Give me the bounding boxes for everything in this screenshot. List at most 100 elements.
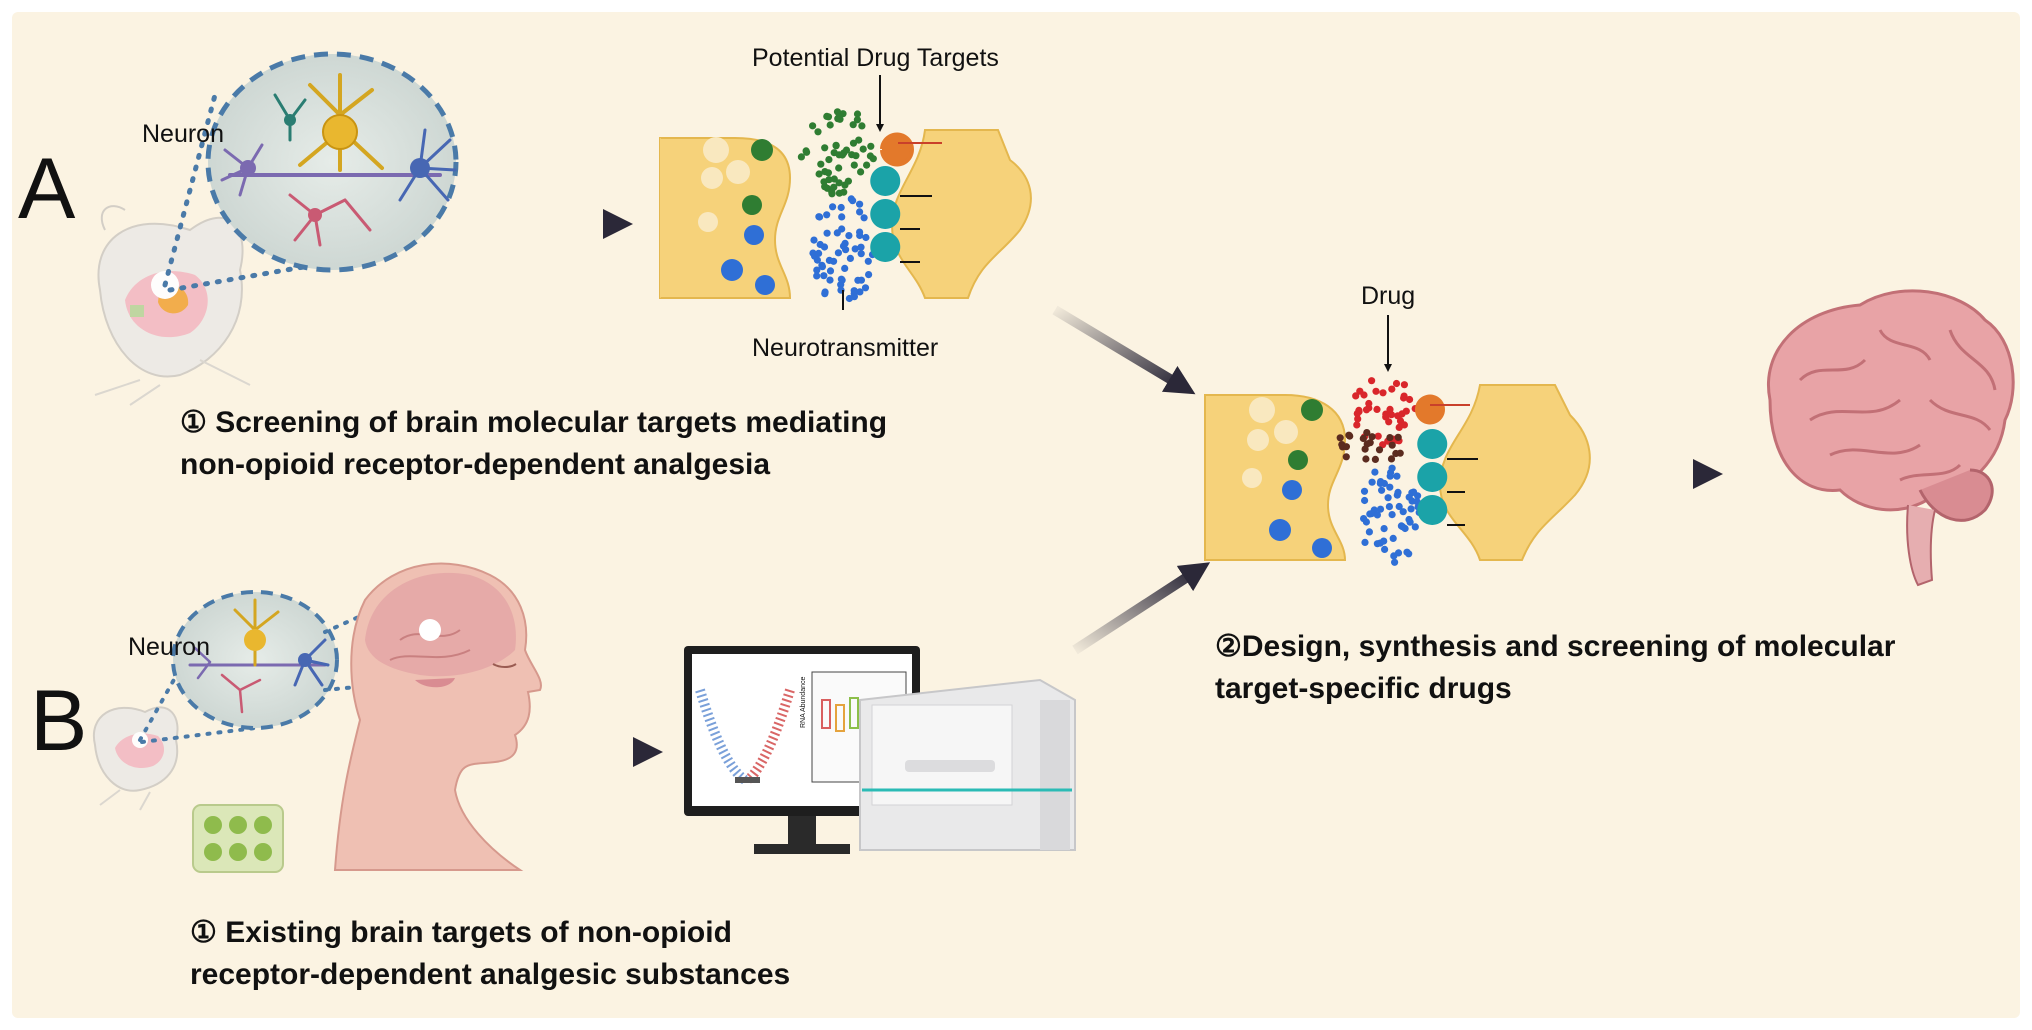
- neurotransmitter-dot: [826, 276, 834, 284]
- neurotransmitter-dot: [845, 294, 854, 303]
- bound-drug-dot: [1388, 441, 1396, 449]
- neurotransmitter-dot: [809, 122, 817, 130]
- neurotransmitter-dot: [849, 139, 858, 147]
- neurotransmitter-cluster-c: [1360, 464, 1423, 566]
- neurotransmitter-dot: [857, 243, 865, 251]
- drug-dot: [1402, 407, 1410, 415]
- bound-drug-dot: [1346, 432, 1354, 440]
- bound-drug-dot: [1338, 441, 1346, 449]
- neurotransmitter-dot: [855, 136, 863, 144]
- panel-a-letter: A: [18, 141, 76, 237]
- neurotransmitter-dot: [829, 203, 837, 211]
- neurotransmitter-dot: [1386, 483, 1394, 491]
- neurotransmitter-cluster-blue: [809, 195, 877, 303]
- neurotransmitter-dot: [1399, 508, 1407, 516]
- neurotransmitter-dot: [857, 250, 865, 258]
- drug-label: Drug: [1361, 282, 1416, 310]
- drug-dot: [1388, 385, 1396, 393]
- neurotransmitter-dot: [862, 233, 870, 242]
- neurotransmitter-dot: [1394, 549, 1403, 557]
- neurotransmitter-dot: [853, 110, 862, 118]
- neurotransmitter-dot: [1361, 538, 1369, 547]
- neurotransmitter-dot: [1393, 472, 1401, 480]
- bound-drug-dot: [1363, 429, 1371, 437]
- neurotransmitter-dot: [821, 290, 829, 298]
- neurotransmitter-dot: [826, 121, 834, 129]
- neurotransmitter-dot: [857, 168, 865, 176]
- panel-b-caption-line1: ① Existing brain targets of non-opioid: [190, 916, 732, 949]
- neurotransmitter-dot: [852, 152, 860, 160]
- neurotransmitter-dot: [845, 232, 853, 240]
- drug-dot: [1360, 391, 1368, 399]
- neurotransmitter-dot: [867, 142, 875, 150]
- receptors-a: [870, 132, 942, 263]
- neurotransmitter-dot: [838, 213, 846, 221]
- neuron-cluster-b: [188, 598, 330, 714]
- drug-dot: [1392, 379, 1401, 388]
- neurotransmitter-dot: [1386, 472, 1394, 480]
- drug-dot: [1379, 389, 1387, 397]
- neurotransmitter-dot: [1361, 496, 1369, 505]
- neurotransmitter-dot: [825, 156, 833, 164]
- neurotransmitter-dot: [861, 284, 870, 292]
- mouse-illustration-a: [94, 205, 251, 406]
- bound-drug-dot: [1396, 449, 1404, 457]
- bound-drug-dot: [1371, 455, 1379, 463]
- neurotransmitter-dot: [869, 155, 877, 163]
- panel-a-caption-line2: non-opioid receptor-dependent analgesia: [180, 448, 771, 481]
- neurotransmitter-dot: [858, 122, 866, 130]
- neurotransmitter-dot: [1391, 558, 1399, 566]
- neurotransmitter-dot: [1380, 525, 1388, 533]
- screen-ylabel: RNA Abundance: [800, 676, 807, 728]
- drug-dot: [1362, 406, 1371, 414]
- neurotransmitter-dot: [840, 188, 848, 196]
- neurotransmitter-dot: [837, 281, 845, 289]
- neurotransmitter-dot: [820, 272, 828, 280]
- neurotransmitter-dot: [1380, 537, 1388, 545]
- neurotransmitter-dot: [850, 287, 858, 295]
- bound-drug-dot: [1342, 453, 1350, 461]
- neurotransmitter-dot: [1407, 505, 1415, 513]
- neurotransmitter-dot: [797, 153, 806, 161]
- human-head-illustration: [333, 562, 542, 871]
- drug-dot: [1353, 410, 1361, 418]
- neurotransmitter-dot: [842, 146, 851, 154]
- neurotransmitter-dot: [849, 121, 857, 129]
- neurotransmitter-dot: [1395, 502, 1403, 511]
- neurotransmitter-dot: [841, 239, 849, 247]
- bound-drug-dot: [1375, 446, 1384, 454]
- neurotransmitter-dot: [1378, 486, 1386, 494]
- neurotransmitter-dot: [1389, 534, 1397, 543]
- neurotransmitter-dot: [841, 264, 849, 272]
- neurotransmitter-dot: [838, 151, 847, 159]
- neurotransmitter-dot: [823, 229, 831, 237]
- neurotransmitter-dot: [1376, 505, 1385, 513]
- neurotransmitter-dot: [823, 112, 831, 120]
- neurotransmitter-dot: [830, 257, 838, 265]
- drug-dot: [1352, 392, 1360, 400]
- neurotransmitter-dot: [1373, 511, 1381, 519]
- neurotransmitter-dot: [813, 266, 821, 274]
- bound-drug-dot: [1359, 434, 1367, 443]
- neurotransmitter-dot: [841, 181, 849, 189]
- drug-dot: [1382, 410, 1390, 418]
- neurotransmitter-dot: [860, 214, 868, 222]
- drug-dot: [1365, 399, 1373, 408]
- pill-blister-illustration: [192, 804, 284, 873]
- neurotransmitter-dot: [1411, 523, 1419, 531]
- neurotransmitter-dot: [810, 236, 818, 244]
- neurotransmitter-dot: [1377, 478, 1385, 486]
- neurotransmitter-dot: [1405, 515, 1413, 524]
- neurotransmitter-dot: [864, 257, 872, 265]
- neurotransmitter-dot: [1385, 503, 1393, 511]
- neurotransmitter-dot: [1365, 528, 1373, 536]
- neurotransmitter-dot: [825, 176, 833, 184]
- neuron-cluster-a: [220, 73, 457, 247]
- neurotransmitter-dot: [826, 267, 835, 275]
- bound-drug-dot: [1394, 433, 1402, 441]
- neurotransmitter-dot: [865, 271, 873, 279]
- neurotransmitter-dot: [1394, 488, 1402, 496]
- neurotransmitter-dot: [832, 141, 840, 149]
- neurotransmitter-dot: [1371, 468, 1379, 476]
- brain-illustration: [1767, 289, 2015, 587]
